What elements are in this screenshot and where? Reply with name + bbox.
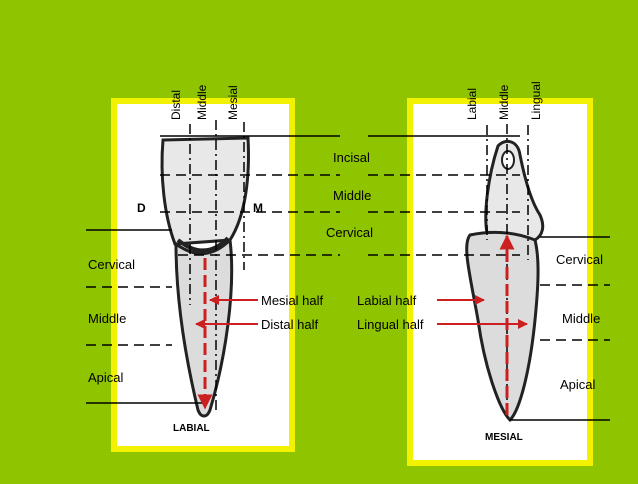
right-tooth-pulp [501,150,515,170]
right-axis-label-labial: Labial [465,88,479,120]
left-root-third-apical: Apical [88,370,124,385]
left-tooth-caption: LABIAL [173,423,210,434]
right-root-third-apical: Apical [560,377,596,392]
right-root-third-middle: Middle [562,311,600,326]
left-axis-label-mesial: Mesial [226,85,240,120]
left-root-third-middle: Middle [88,311,126,326]
left-root-division-lines [86,229,205,404]
left-tooth-crown [160,136,250,246]
left-cervical-line [176,236,230,253]
left-axis-label-distal: Distal [169,90,183,120]
left-axis-label-middle: Middle [195,84,209,120]
right-axis-label-lingual: Lingual [529,81,543,120]
right-axis-label-middle: Middle [497,84,511,120]
crown-third-cervical: Cervical [326,225,373,240]
label-labial-half: Labial half [357,293,417,308]
right-root-third-cervical: Cervical [556,252,603,267]
label-lingual-half: Lingual half [357,317,424,332]
left-letter-distal: D [137,201,146,215]
right-tooth-root [465,230,540,423]
left-letter-mesial: M [253,201,263,215]
crown-division-lines [160,135,520,256]
left-root-third-cervical: Cervical [88,257,135,272]
label-mesial-half: Mesial half [261,293,324,308]
crown-third-incisal: Incisal [333,150,370,165]
red-arrows [195,234,528,415]
crown-third-middle: Middle [333,188,371,203]
right-tooth-caption: MESIAL [485,432,523,443]
label-distal-half: Distal half [261,317,318,332]
right-root-division-lines [510,236,610,421]
